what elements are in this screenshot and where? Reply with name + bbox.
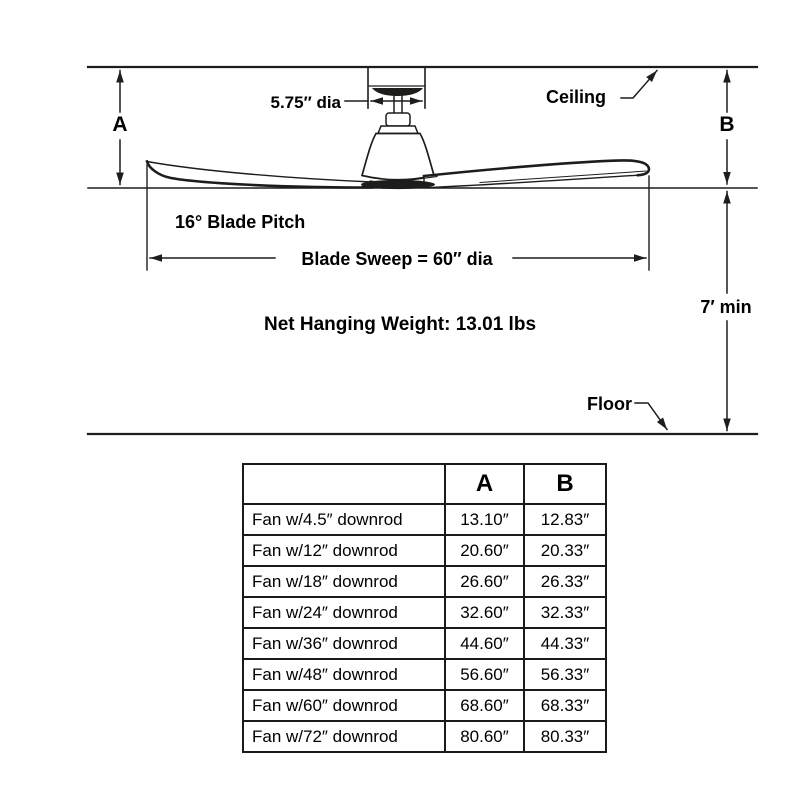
header-b-cell: B (523, 463, 607, 505)
blade-hub (361, 175, 438, 190)
row-label-cell: Fan w/24″ downrod (242, 596, 446, 629)
value-b-cell: 44.33″ (523, 627, 607, 660)
right-blade (422, 159, 651, 189)
row-label-cell: Fan w/72″ downrod (242, 720, 446, 753)
dim-a-label: A (112, 113, 128, 136)
ceiling-label: Ceiling (546, 87, 607, 107)
table-row: Fan w/4.5″ downrod 13.10″ 12.83″ (242, 503, 607, 536)
row-label-cell: Fan w/12″ downrod (242, 534, 446, 567)
blade-pitch-label: 16° Blade Pitch (175, 212, 306, 232)
row-label-cell: Fan w/36″ downrod (242, 627, 446, 660)
value-b-cell: 12.83″ (523, 503, 607, 536)
dimension-blade-sweep (146, 164, 650, 271)
table-row: Fan w/36″ downrod 44.60″ 44.33″ (242, 627, 607, 660)
row-label-cell: Fan w/18″ downrod (242, 565, 446, 598)
value-b-cell: 56.33″ (523, 658, 607, 691)
value-a-cell: 80.60″ (444, 720, 525, 753)
table-row: Fan w/18″ downrod 26.60″ 26.33″ (242, 565, 607, 598)
floor-clearance-label: 7′ min (700, 297, 752, 317)
floor-leader-arrow (634, 402, 669, 431)
value-b-cell: 32.33″ (523, 596, 607, 629)
net-weight-label: Net Hanging Weight: 13.01 lbs (263, 314, 537, 335)
table-row: Fan w/24″ downrod 32.60″ 32.33″ (242, 596, 607, 629)
value-a-cell: 13.10″ (444, 503, 525, 536)
value-b-cell: 20.33″ (523, 534, 607, 567)
dim-b-label: B (719, 113, 735, 136)
ceiling-leader-arrow (620, 69, 659, 99)
table-row: Fan w/48″ downrod 56.60″ 56.33″ (242, 658, 607, 691)
value-b-cell: 80.33″ (523, 720, 607, 753)
canopy-mount (367, 66, 426, 109)
value-b-cell: 26.33″ (523, 565, 607, 598)
row-label-cell: Fan w/4.5″ downrod (242, 503, 446, 536)
header-empty-cell (242, 463, 446, 505)
table-row: Fan w/72″ downrod 80.60″ 80.33″ (242, 720, 607, 753)
value-a-cell: 20.60″ (444, 534, 525, 567)
value-a-cell: 56.60″ (444, 658, 525, 691)
row-label-cell: Fan w/48″ downrod (242, 658, 446, 691)
header-a-cell: A (444, 463, 525, 505)
table-header-row: A B (242, 463, 607, 505)
blade-sweep-label: Blade Sweep = 60″ dia (301, 249, 493, 269)
downrod (393, 95, 403, 115)
left-blade (145, 159, 374, 189)
fan-line-drawing (86, 65, 759, 436)
value-a-cell: 32.60″ (444, 596, 525, 629)
value-a-cell: 26.60″ (444, 565, 525, 598)
row-label-cell: Fan w/60″ downrod (242, 689, 446, 722)
canopy-dia-label: 5.75″ dia (270, 93, 341, 112)
table-row: Fan w/12″ downrod 20.60″ 20.33″ (242, 534, 607, 567)
floor-label: Floor (587, 394, 632, 414)
table-row: Fan w/60″ downrod 68.60″ 68.33″ (242, 689, 607, 722)
value-a-cell: 44.60″ (444, 627, 525, 660)
value-b-cell: 68.33″ (523, 689, 607, 722)
motor-housing (360, 112, 436, 181)
value-a-cell: 68.60″ (444, 689, 525, 722)
downrod-dimensions-table: A B Fan w/4.5″ downrod 13.10″ 12.83″ Fan… (242, 463, 607, 753)
